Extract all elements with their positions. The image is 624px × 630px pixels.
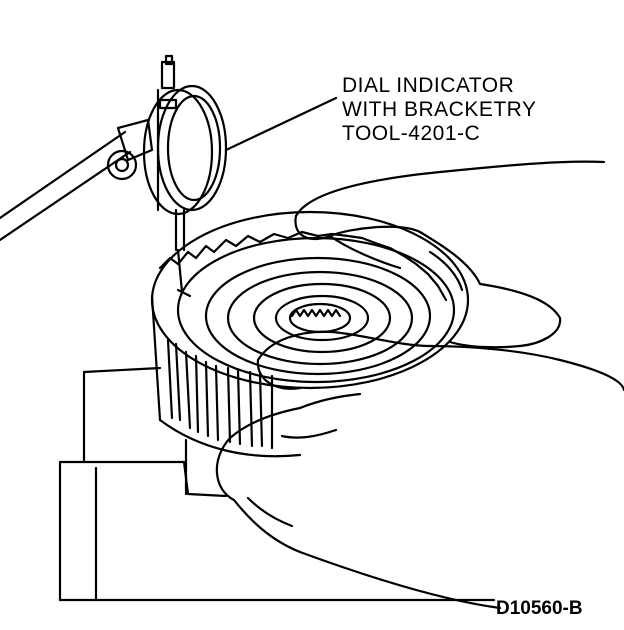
- leader-line: [224, 96, 338, 152]
- bracket-arm: [0, 118, 154, 242]
- dial-indicator-callout: DIAL INDICATOR WITH BRACKETRY TOOL-4201-…: [342, 74, 536, 146]
- dial-indicator: [142, 54, 228, 294]
- clutch-drum: [150, 210, 470, 458]
- lower-hand: [215, 330, 624, 610]
- callout-line-3: TOOL-4201-C: [342, 122, 481, 145]
- callout-line-1: DIAL INDICATOR: [342, 74, 515, 97]
- upper-hand: [294, 160, 606, 349]
- callout-line-2: WITH BRACKETRY: [342, 98, 537, 121]
- figure-id: D10560-B: [496, 598, 583, 619]
- vise-block: [58, 366, 496, 602]
